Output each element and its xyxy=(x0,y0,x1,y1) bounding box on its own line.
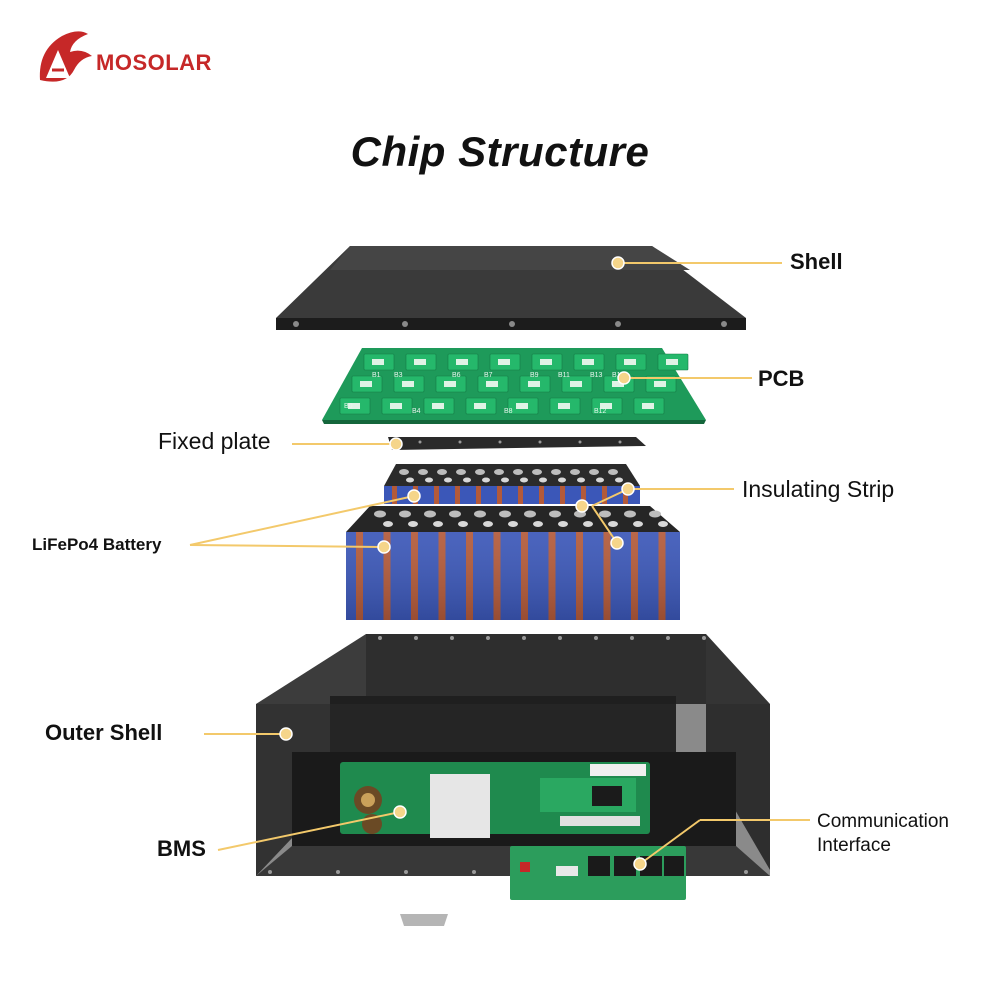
fixed-plate xyxy=(388,437,646,450)
callout-markers xyxy=(279,256,647,871)
pcb-marking: B12 xyxy=(594,408,607,415)
marker-pcb xyxy=(617,371,631,385)
marker-battery-back xyxy=(407,489,421,503)
marker-battery-front xyxy=(610,536,624,550)
pcb-marking: B7 xyxy=(484,372,493,379)
brand-logo: MOSOLAR xyxy=(36,38,211,88)
pcb-marking: B11 xyxy=(558,372,570,379)
bracket-part xyxy=(400,914,448,926)
page-title: Chip Structure xyxy=(350,128,650,175)
shell-plate xyxy=(276,246,746,330)
brand-logo-text: MOSOLAR xyxy=(96,50,212,75)
marker-shell xyxy=(611,256,625,270)
pcb-marking: B0 xyxy=(344,403,353,410)
pcb-marking: B13 xyxy=(590,372,603,379)
label-insulating-strip: Insulating Strip xyxy=(742,476,895,502)
marker-insulating-strip-1 xyxy=(621,482,635,496)
label-communication-line1: Communication xyxy=(817,811,949,832)
pcb-marking: B1 xyxy=(372,372,381,379)
lifepo4-battery-cells xyxy=(346,464,680,620)
label-fixed-plate: Fixed plate xyxy=(158,428,271,454)
brand-logo-icon xyxy=(39,31,92,82)
pcb-marking: B9 xyxy=(530,372,539,379)
label-pcb: PCB xyxy=(758,366,805,391)
marker-outer-shell xyxy=(279,727,293,741)
label-outer-shell: Outer Shell xyxy=(45,720,163,745)
pcb-marking: B3 xyxy=(394,372,403,379)
label-shell: Shell xyxy=(790,249,843,274)
marker-insulating-strip-2 xyxy=(575,499,589,513)
outer-shell-box xyxy=(256,634,770,876)
marker-communication xyxy=(633,857,647,871)
marker-fixed-plate xyxy=(389,437,403,451)
marker-bms xyxy=(393,805,407,819)
pcb-board: B0B4B8B12B1B3B6B7B9B11B13B15 xyxy=(322,348,706,424)
bms-board xyxy=(340,762,650,838)
label-communication-line2: Interface xyxy=(817,835,891,856)
label-communication-interface: Communication Interface xyxy=(817,810,949,858)
marker-battery-left xyxy=(377,540,391,554)
pcb-marking: B8 xyxy=(504,408,513,415)
label-lifepo4-battery: LiFePo4 Battery xyxy=(32,535,162,554)
pcb-marking: B6 xyxy=(452,372,461,379)
label-bms: BMS xyxy=(157,836,206,861)
pcb-marking: B4 xyxy=(412,408,421,415)
communication-board xyxy=(510,846,686,900)
leader-lines xyxy=(189,262,810,865)
